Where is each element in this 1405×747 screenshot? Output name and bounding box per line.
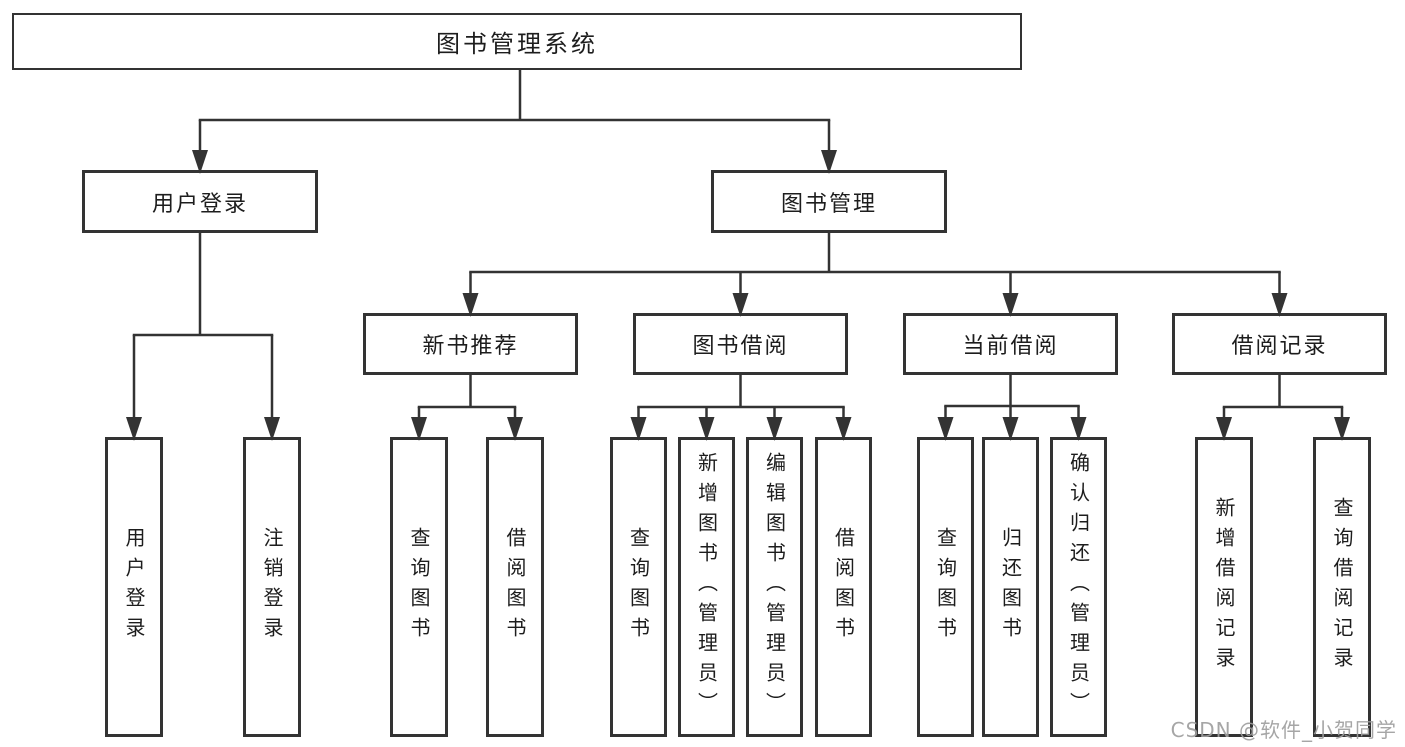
node-label: 查询图书 xyxy=(626,527,651,647)
node-cb-return-book: 归还图书 xyxy=(982,437,1039,737)
node-nbr-borrow-book: 借阅图书 xyxy=(486,437,544,737)
node-label: 图书借阅 xyxy=(692,334,789,359)
node-bb-edit-book: 编辑图书（管理员） xyxy=(746,437,803,737)
node-label: 查询借阅记录 xyxy=(1330,497,1354,677)
node-label: 新书推荐 xyxy=(422,334,519,359)
node-root: 图书管理系统 xyxy=(12,13,1022,70)
node-label: 查询图书 xyxy=(407,527,431,647)
watermark: CSDN @软件_小贺同学 xyxy=(1170,718,1397,742)
node-nbr-query-book: 查询图书 xyxy=(390,437,448,737)
node-new-book-rec: 新书推荐 xyxy=(363,313,578,375)
node-bb-borrow-book: 借阅图书 xyxy=(815,437,872,737)
node-label: 用户登录 xyxy=(151,191,248,217)
node-book-borrow: 图书借阅 xyxy=(633,313,848,375)
node-cb-confirm-return: 确认归还（管理员） xyxy=(1050,437,1107,737)
node-label: 用户登录 xyxy=(122,527,146,647)
node-label: 当前借阅 xyxy=(962,334,1059,359)
node-label: 借阅记录 xyxy=(1231,334,1328,359)
node-user-login: 用户登录 xyxy=(82,170,318,233)
node-borrow-record: 借阅记录 xyxy=(1172,313,1387,375)
node-label: 借阅图书 xyxy=(503,527,527,647)
node-label: 借阅图书 xyxy=(831,527,856,647)
node-login-op: 用户登录 xyxy=(105,437,163,737)
node-bb-add-book: 新增图书（管理员） xyxy=(678,437,735,737)
node-label: 确认归还（管理员） xyxy=(1066,452,1091,722)
node-cb-query-book: 查询图书 xyxy=(917,437,974,737)
node-br-query-record: 查询借阅记录 xyxy=(1313,437,1371,737)
node-bb-query-book: 查询图书 xyxy=(610,437,667,737)
node-label: 注销登录 xyxy=(260,527,284,647)
node-label: 编辑图书（管理员） xyxy=(762,452,787,722)
node-label: 新增借阅记录 xyxy=(1212,497,1236,677)
node-logout-op: 注销登录 xyxy=(243,437,301,737)
node-book-mgmt: 图书管理 xyxy=(711,170,947,233)
node-label: 图书管理 xyxy=(780,191,877,217)
node-label: 查询图书 xyxy=(933,527,958,647)
node-label: 图书管理系统 xyxy=(436,30,598,58)
node-br-add-record: 新增借阅记录 xyxy=(1195,437,1253,737)
node-label: 归还图书 xyxy=(998,527,1023,647)
node-current-borrow: 当前借阅 xyxy=(903,313,1118,375)
node-label: 新增图书（管理员） xyxy=(694,452,719,722)
